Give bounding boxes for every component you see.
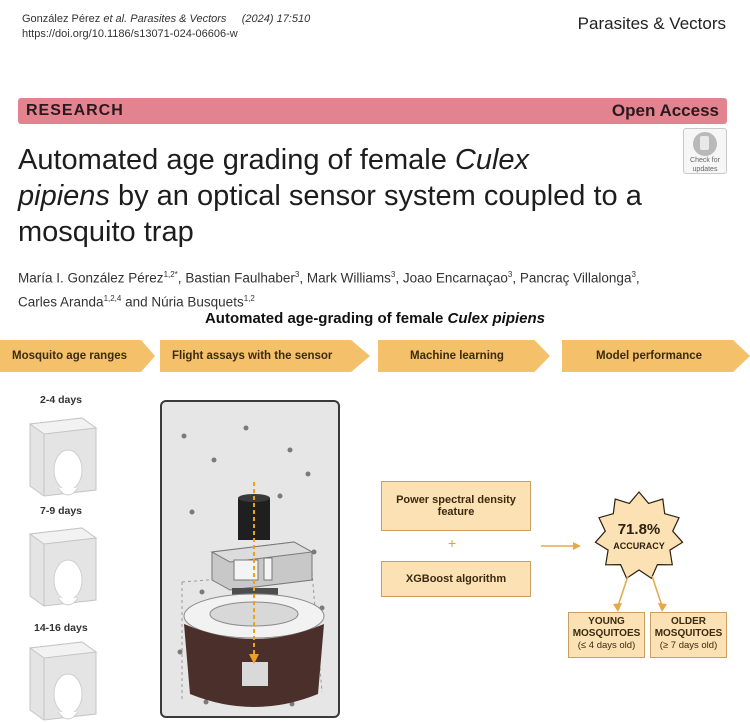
author-separator: ,: [177, 270, 186, 286]
author-affiliation: 3: [631, 270, 636, 279]
step-arrow-machine-learning: Machine learning: [378, 340, 550, 372]
check-for-updates-button[interactable]: Check for updates: [683, 128, 727, 174]
mosquito-cage-icon: [28, 417, 98, 497]
author-name[interactable]: Mark Williams: [306, 270, 391, 286]
class-box-older: OLDER MOSQUITOES (≥ 7 days old): [650, 612, 727, 658]
optical-sensor-trap-icon: [177, 425, 325, 707]
journal-title: Parasites & Vectors: [577, 14, 726, 33]
citation-journal: Parasites & Vectors: [130, 13, 227, 25]
accuracy-value: 71.8%: [617, 521, 661, 538]
step-arrow-model-performance: Model performance: [562, 340, 750, 372]
author-affiliation: 3: [507, 270, 513, 279]
author-affiliation: 1,2,4: [103, 293, 122, 303]
sensor-trap-illustration: [160, 400, 340, 718]
step-arrow-flight-assays: Flight assays with the sensor: [160, 340, 370, 372]
age-range-label: 14-16 days: [34, 622, 88, 634]
citation-volume: (2024) 17:510: [241, 13, 311, 25]
author-list: María I. González Pérez1,2*, Bastian Fau…: [18, 265, 733, 312]
author-affiliation: 1,2*: [163, 270, 178, 279]
author-affiliation: 1,2: [243, 293, 255, 303]
author-separator: ,: [395, 270, 403, 286]
citation-authors: González Pérez: [22, 13, 101, 25]
section-banner: RESEARCH Open Access: [18, 98, 727, 124]
author-affiliation: 3: [294, 270, 300, 279]
title-italic-species: pipiens: [18, 180, 110, 212]
author-name[interactable]: Carles Aranda: [18, 294, 104, 309]
title-italic-genus: Culex: [454, 144, 530, 176]
bookmark-icon: [693, 132, 717, 156]
title-text-2: by an optical sensor system coupled to a…: [18, 180, 642, 248]
author-name[interactable]: María I. González Pérez: [18, 270, 164, 286]
check-updates-line1: Check for: [690, 157, 720, 164]
article-title: Automated age grading of female Culex pip…: [18, 142, 678, 250]
age-range-label: 2-4 days: [40, 394, 83, 406]
figure-title-italic: Culex pipiens: [447, 310, 546, 327]
citation-etal: et al.: [103, 13, 128, 25]
author-separator: ,: [512, 270, 520, 286]
accuracy-starburst-icon: [594, 491, 684, 580]
author-separator: ,: [299, 270, 307, 286]
author-name[interactable]: Joao Encarnaçao: [402, 270, 508, 286]
class-box-young: YOUNG MOSQUITOES (≤ 4 days old): [568, 612, 645, 658]
check-updates-line2: updates: [692, 166, 718, 173]
author-name[interactable]: Pancraç Villalonga: [519, 270, 632, 286]
figure-title-text: Automated age-grading of female: [204, 310, 448, 327]
author-separator: and: [121, 294, 152, 309]
age-range-label: 7-9 days: [40, 505, 83, 517]
branch-arrows-icon: [613, 576, 667, 612]
class-detail: (≤ 4 days old): [577, 640, 636, 651]
mosquito-cage-icon: [28, 641, 98, 721]
author-affiliation: 3: [390, 270, 396, 279]
arrow-right-icon: [541, 542, 581, 550]
doi-link[interactable]: https://doi.org/10.1186/s13071-024-06606…: [22, 28, 238, 40]
open-access-label: Open Access: [611, 101, 719, 120]
plus-symbol: +: [448, 535, 457, 551]
feature-box-xgboost: XGBoost algorithm: [381, 561, 531, 597]
class-detail: (≥ 7 days old): [659, 640, 718, 651]
section-label: RESEARCH: [26, 102, 124, 119]
author-name[interactable]: Núria Busquets: [151, 294, 244, 309]
article-meta: González Pérez et al. Parasites & Vector…: [22, 12, 310, 42]
step-arrow-age-ranges: Mosquito age ranges: [0, 340, 155, 372]
title-text-1: Automated age grading of female: [18, 144, 455, 176]
feature-box-psd: Power spectral density feature: [381, 481, 531, 531]
author-name[interactable]: Bastian Faulhaber: [185, 270, 295, 286]
figure-title: Automated age-grading of female Culex pi…: [0, 310, 750, 327]
citation-line: González Pérez et al. Parasites & Vector…: [22, 12, 310, 27]
class-name: YOUNG MOSQUITOES: [572, 616, 641, 639]
author-separator: ,: [635, 270, 640, 286]
class-name: OLDER MOSQUITOES: [654, 616, 723, 639]
mosquito-cage-icon: [28, 527, 98, 607]
accuracy-label: ACCURACY: [613, 541, 665, 551]
